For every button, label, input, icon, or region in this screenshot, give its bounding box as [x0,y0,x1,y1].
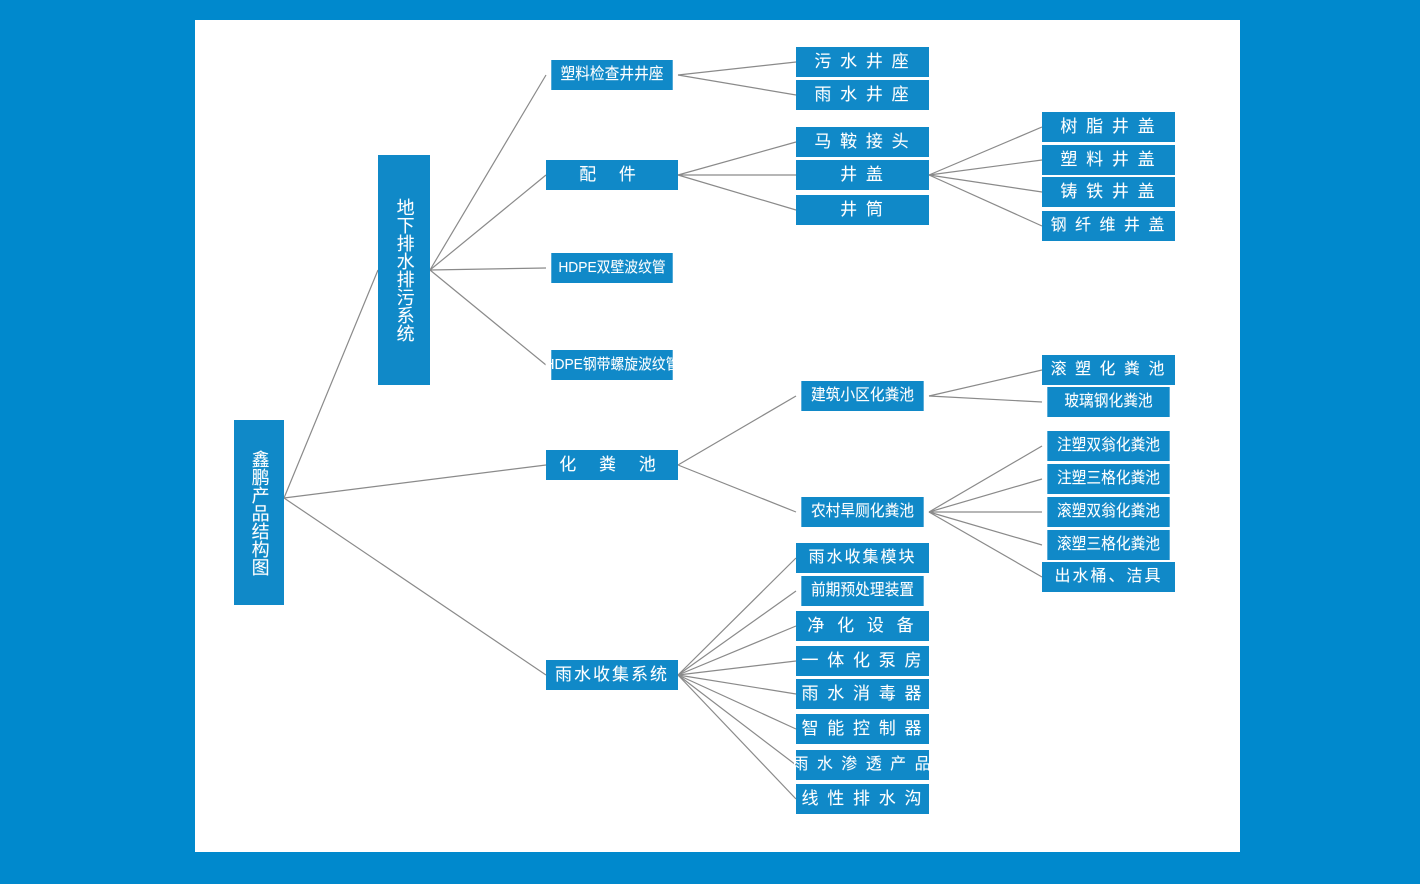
node-smart-controller[interactable]: 智 能 控 制 器 [796,714,929,744]
node-cast-iron-manhole-cover[interactable]: 铸 铁 井 盖 [1042,177,1175,207]
node-manhole-cover[interactable]: 井 盖 [796,160,929,190]
node-rotomolded-double-chamber-septic-tank[interactable]: 滚塑双翁化粪池 [1047,497,1170,527]
node-rainwater-collection-system[interactable]: 雨水收集系统 [546,660,678,690]
node-pretreatment-device[interactable]: 前期预处理装置 [801,576,924,606]
node-rainwater-collection-module[interactable]: 雨水收集模块 [796,543,929,573]
node-purification-equipment[interactable]: 净 化 设 备 [796,611,929,641]
node-plastic-inspection-well-base[interactable]: 塑料检查井井座 [551,60,673,90]
node-plastic-manhole-cover[interactable]: 塑 料 井 盖 [1042,145,1175,175]
node-rotomolded-three-compartment-septic-tank[interactable]: 滚塑三格化粪池 [1047,530,1170,560]
node-rotomolded-septic-tank[interactable]: 滚 塑 化 粪 池 [1042,355,1175,385]
node-steel-fiber-manhole-cover[interactable]: 钢 纤 维 井 盖 [1042,211,1175,241]
node-root[interactable]: 鑫鹏产品结构图 [234,420,284,605]
node-hdpe-steel-belt-spiral-corrugated-pipe[interactable]: HDPE钢带螺旋波纹管 [545,350,679,380]
node-saddle-joint[interactable]: 马 鞍 接 头 [796,127,929,157]
node-rainwater-well-base[interactable]: 雨 水 井 座 [796,80,929,110]
node-fittings[interactable]: 配 件 [546,160,678,190]
node-community-building-septic-tank[interactable]: 建筑小区化粪池 [801,381,924,411]
node-resin-manhole-cover[interactable]: 树 脂 井 盖 [1042,112,1175,142]
node-septic-tank[interactable]: 化 粪 池 [546,450,678,480]
node-hdpe-double-wall-corrugated-pipe[interactable]: HDPE双壁波纹管 [551,253,673,283]
node-outlet-bucket-and-sanitary-ware[interactable]: 出水桶、洁具 [1042,562,1175,592]
node-integrated-pump-house[interactable]: 一 体 化 泵 房 [796,646,929,676]
node-manhole-shaft[interactable]: 井 筒 [796,195,929,225]
node-rainwater-infiltration-product[interactable]: 雨 水 渗 透 产 品 [792,750,931,780]
node-sewage-well-base[interactable]: 污 水 井 座 [796,47,929,77]
node-rainwater-disinfector[interactable]: 雨 水 消 毒 器 [796,679,929,709]
node-underground-drainage-system[interactable]: 地下排水排污系统 [378,155,430,385]
node-frp-septic-tank[interactable]: 玻璃钢化粪池 [1047,387,1170,417]
node-injection-double-chamber-septic-tank[interactable]: 注塑双翁化粪池 [1047,431,1170,461]
node-injection-three-compartment-septic-tank[interactable]: 注塑三格化粪池 [1047,464,1170,494]
node-rural-latrine-septic-tank[interactable]: 农村旱厕化粪池 [801,497,924,527]
node-linear-drainage-channel[interactable]: 线 性 排 水 沟 [796,784,929,814]
